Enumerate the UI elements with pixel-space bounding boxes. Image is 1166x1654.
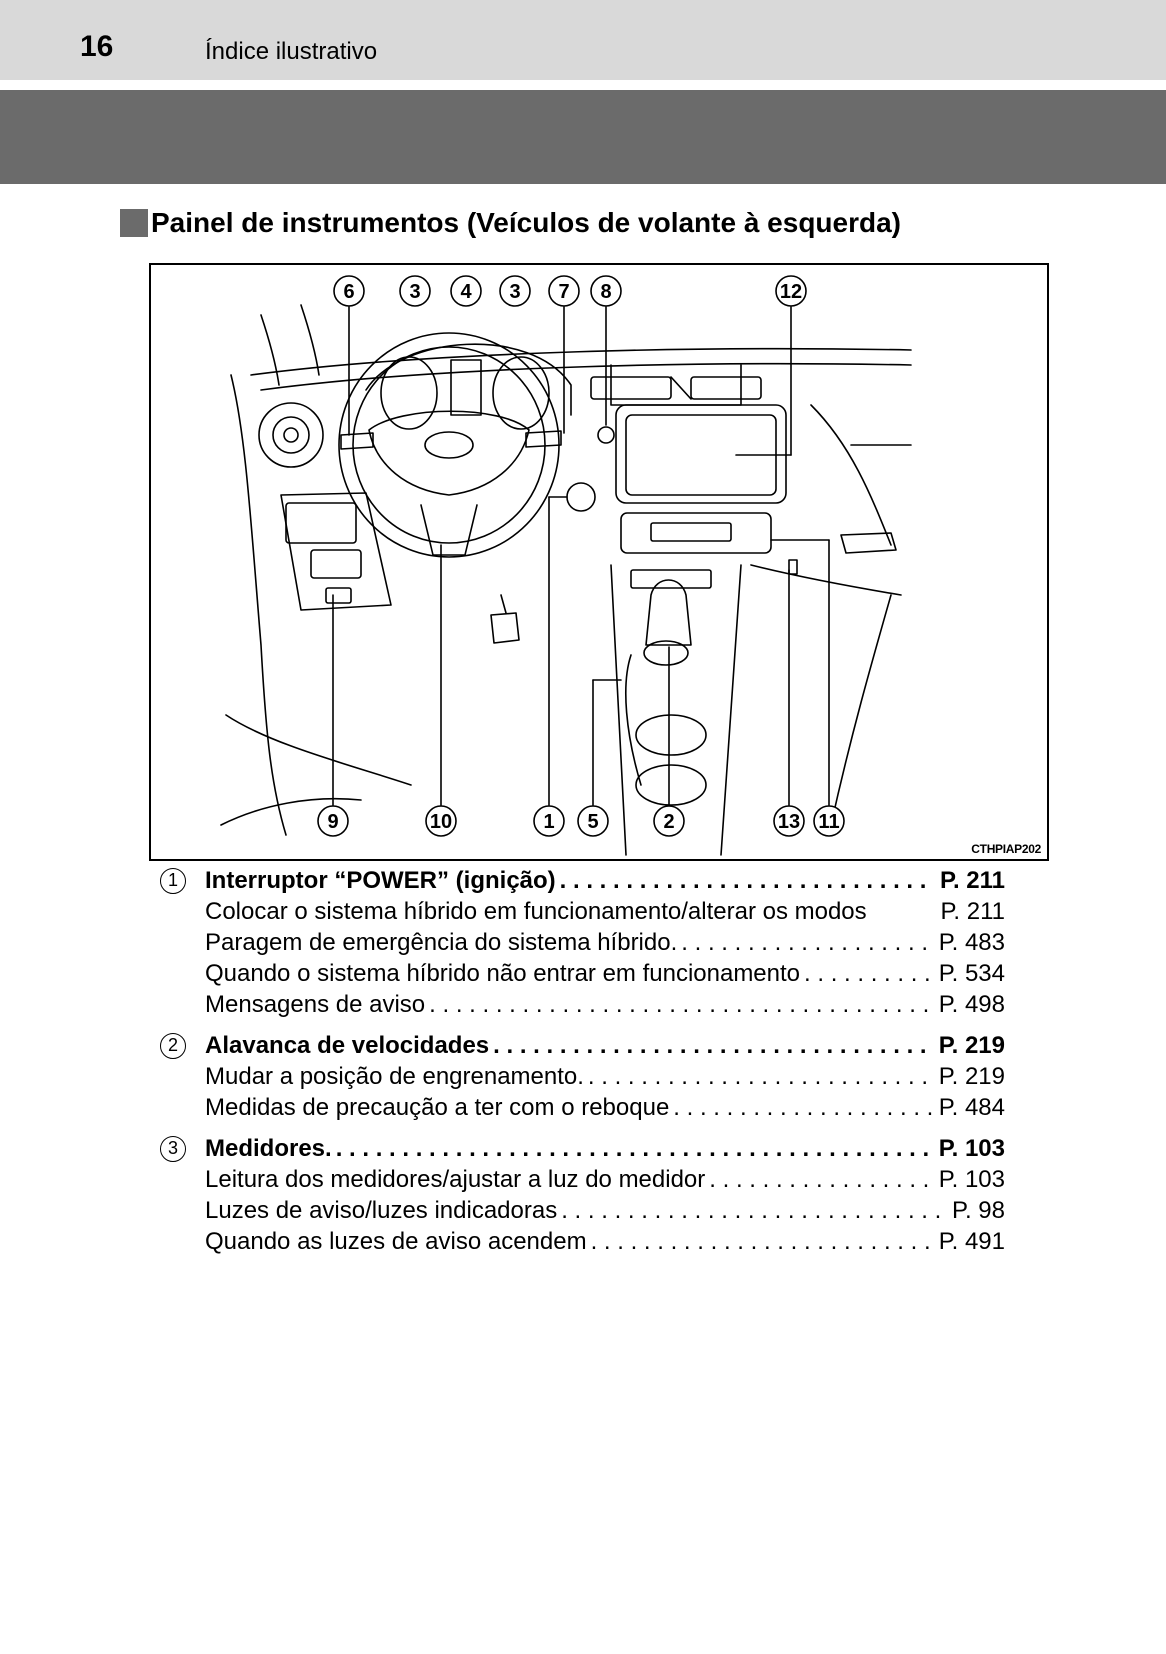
callout-top-8: 8 (590, 275, 622, 307)
entry-title: Medidores. (205, 1135, 332, 1162)
callout-top-3a: 3 (399, 275, 431, 307)
callout-bottom-11: 11 (813, 805, 845, 837)
callout-top-6: 6 (333, 275, 365, 307)
entry-number-badge: 2 (160, 1033, 186, 1059)
dot-leader (709, 1164, 932, 1195)
page-number: 16 (80, 30, 114, 63)
callout-bottom-10: 10 (425, 805, 457, 837)
callout-bottom-9-label: 9 (327, 811, 338, 833)
section-name: Índice ilustrativo (205, 38, 378, 65)
header-gap (0, 80, 1166, 90)
dot-leader (804, 958, 933, 989)
subitem-label: Leitura dos medidores/ajustar a luz do m… (205, 1166, 706, 1193)
subitem-line: Mudar a posição de engrenamento. P. 219 (160, 1061, 1005, 1092)
callout-top-3a-label: 3 (409, 281, 420, 303)
callout-top-4: 4 (450, 275, 482, 307)
callout-top-4-label: 4 (460, 281, 472, 303)
chapter-band (0, 90, 1166, 184)
subitem-line: Colocar o sistema híbrido em funcionamen… (160, 896, 1005, 927)
dot-leader (591, 1226, 933, 1257)
callout-bottom-10-label: 10 (430, 811, 452, 833)
callout-bottom-11-label: 11 (818, 811, 839, 833)
entry-title: Alavanca de velocidades (205, 1032, 490, 1059)
subitem-page-ref: P. 498 (938, 991, 1005, 1018)
dot-leader (588, 1061, 933, 1092)
dot-leader (336, 1133, 933, 1164)
callout-bottom-5-label: 5 (587, 811, 598, 833)
section-heading-text: Painel de instrumentos (Veículos de vola… (151, 207, 901, 238)
entry-group-2: 2 Alavanca de velocidades P. 219 Mudar a… (160, 1030, 1005, 1123)
entry-list: 1 Interruptor “POWER” (ignição) P. 211 C… (160, 865, 1005, 1267)
dot-leader (561, 1195, 946, 1226)
subitem-page-ref: P. 491 (938, 1228, 1005, 1255)
subitem-label: Paragem de emergência do sistema híbrido… (205, 929, 678, 956)
entry-title-line: 2 Alavanca de velocidades P. 219 (160, 1030, 1005, 1061)
callout-bottom-5: 5 (577, 805, 609, 837)
dashboard-drawing (220, 304, 912, 856)
subitem-line: Mensagens de aviso P. 498 (160, 989, 1005, 1020)
page-header: 16 Índice ilustrativo (0, 0, 1166, 80)
entry-number-badge: 3 (160, 1136, 186, 1162)
callout-top-12: 12 (775, 275, 807, 307)
callout-bottom-2-label: 2 (663, 811, 674, 833)
callout-top-7-label: 7 (558, 281, 569, 303)
heading-marker-icon (120, 209, 148, 237)
entry-page-ref: P. 219 (938, 1032, 1005, 1059)
subitem-page-ref: P. 484 (938, 1094, 1005, 1121)
dot-leader (673, 1092, 932, 1123)
subitem-line: Leitura dos medidores/ajustar a luz do m… (160, 1164, 1005, 1195)
subitem-page-ref: P. 219 (938, 1063, 1005, 1090)
entry-title-line: 1 Interruptor “POWER” (ignição) P. 211 (160, 865, 1005, 896)
subitem-page-ref: P. 483 (938, 929, 1005, 956)
dot-leader (429, 989, 933, 1020)
callout-bottom-1: 1 (533, 805, 565, 837)
entry-title: Interruptor “POWER” (ignição) (205, 867, 556, 894)
instrument-panel-illustration: 6 3 4 3 7 8 12 9 (149, 263, 1049, 861)
callout-bottom-13-label: 13 (778, 811, 800, 833)
section-heading: Painel de instrumentos (Veículos de vola… (120, 206, 901, 240)
subitem-line: Quando o sistema híbrido não entrar em f… (160, 958, 1005, 989)
figure-code: CTHPIAP202 (971, 842, 1041, 856)
subitem-page-ref: P. 211 (940, 898, 1005, 925)
callout-bottom-13: 13 (773, 805, 805, 837)
subitem-label: Medidas de precaução a ter com o reboque (205, 1094, 670, 1121)
callout-bottom-1-label: 1 (543, 811, 554, 833)
callout-top-12-label: 12 (780, 281, 802, 303)
entry-title-line: 3 Medidores. P. 103 (160, 1133, 1005, 1164)
callout-top-8-label: 8 (600, 281, 611, 303)
subitem-page-ref: P. 103 (938, 1166, 1005, 1193)
subitem-line: Quando as luzes de aviso acendem P. 491 (160, 1226, 1005, 1257)
entry-page-ref: P. 211 (940, 867, 1005, 894)
dot-leader (493, 1030, 933, 1061)
dot-leader (560, 865, 934, 896)
subitem-page-ref: P. 98 (952, 1197, 1005, 1224)
callout-bottom-9: 9 (317, 805, 349, 837)
callout-top-3b-label: 3 (509, 281, 520, 303)
subitem-label: Mudar a posição de engrenamento. (205, 1063, 584, 1090)
subitem-page-ref: P. 534 (938, 960, 1005, 987)
subitem-line: Luzes de aviso/luzes indicadoras P. 98 (160, 1195, 1005, 1226)
callout-top-6-label: 6 (343, 281, 354, 303)
subitem-line: Paragem de emergência do sistema híbrido… (160, 927, 1005, 958)
subitem-label: Quando o sistema híbrido não entrar em f… (205, 960, 801, 987)
entry-group-1: 1 Interruptor “POWER” (ignição) P. 211 C… (160, 865, 1005, 1020)
dot-leader (681, 927, 932, 958)
callout-bottom-2: 2 (653, 805, 685, 837)
entry-group-3: 3 Medidores. P. 103 Leitura dos medidore… (160, 1133, 1005, 1257)
callout-top-3b: 3 (499, 275, 531, 307)
subitem-label: Luzes de aviso/luzes indicadoras (205, 1197, 558, 1224)
callouts-layer: 6 3 4 3 7 8 12 9 (317, 275, 845, 837)
entry-page-ref: P. 103 (938, 1135, 1005, 1162)
subitem-label: Colocar o sistema híbrido em funcionamen… (205, 898, 867, 925)
subitem-label: Quando as luzes de aviso acendem (205, 1228, 587, 1255)
subitem-line: Medidas de precaução a ter com o reboque… (160, 1092, 1005, 1123)
entry-number-badge: 1 (160, 868, 186, 894)
callout-top-7: 7 (548, 275, 580, 307)
subitem-label: Mensagens de aviso (205, 991, 426, 1018)
